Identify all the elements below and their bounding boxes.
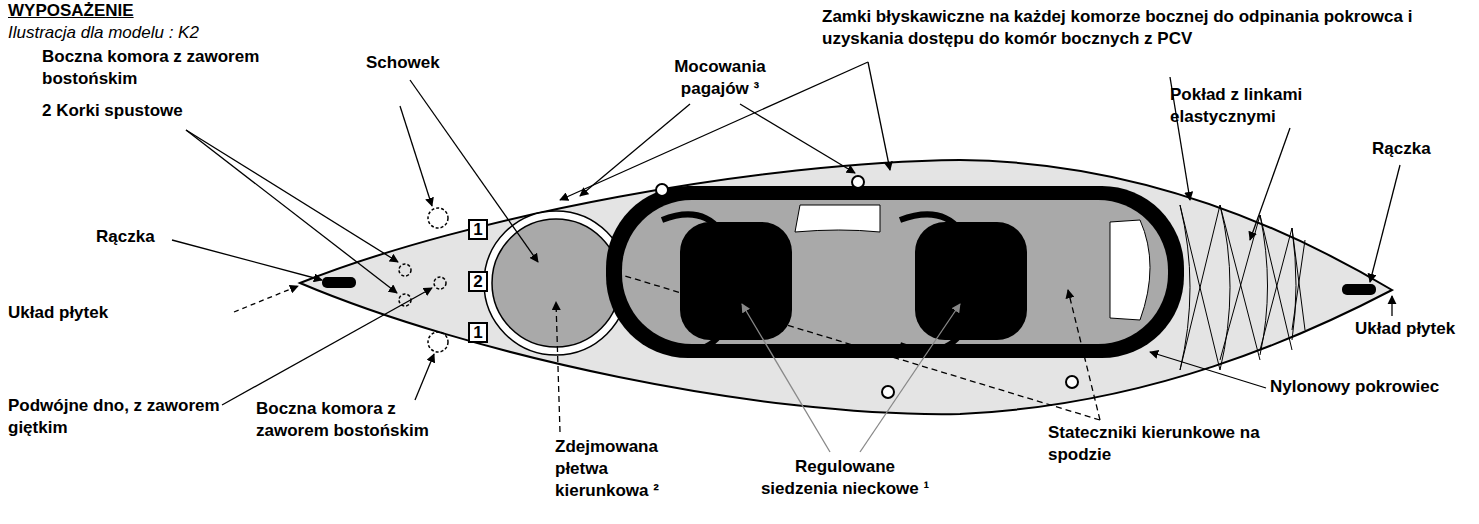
callout-number: 1	[470, 324, 486, 341]
callout-number: 2	[470, 273, 486, 290]
paddle-holders	[656, 176, 1078, 398]
callout-label: Rączka	[1372, 138, 1472, 160]
callout-box: 1	[468, 219, 488, 240]
callout-label: Pokład z linkami elastycznymi	[1170, 84, 1350, 128]
cockpit-floor	[622, 200, 1168, 344]
cockpit-fabric	[1110, 220, 1150, 320]
kayak-hull	[300, 160, 1392, 414]
leader-lines	[172, 62, 1400, 432]
callout-label: Schowek	[366, 52, 466, 74]
valves	[399, 208, 448, 352]
callout-label: Stateczniki kierunkowe na spodzie	[1048, 422, 1288, 466]
callout-label: Mocowania pagajów ³	[640, 56, 800, 100]
title: WYPOSAŻENIE	[8, 1, 134, 21]
callout-box: 2	[468, 271, 488, 292]
handle	[322, 277, 356, 288]
callout-label: Zamki błyskawiczne na każdej komorze boc…	[822, 6, 1472, 50]
seat-leaders	[742, 304, 960, 452]
cockpit-fabric	[795, 205, 880, 232]
seat	[680, 222, 792, 340]
bungee-cords	[1180, 205, 1305, 370]
callout-label: Układ płytek	[8, 302, 138, 324]
callout-label: Boczna komora z zaworem bostońskim	[42, 46, 272, 90]
seat	[915, 222, 1027, 340]
callout-label: Nylonowy pokrowiec	[1270, 376, 1470, 398]
callout-label: Regulowane siedzenia nieckowe ¹	[760, 456, 930, 500]
callout-label: Boczna komora z zaworem bostońskim	[256, 398, 471, 442]
callout-label: 2 Korki spustowe	[42, 100, 192, 122]
handle	[1342, 284, 1376, 295]
callout-number: 1	[470, 221, 486, 238]
cockpit-rim	[606, 186, 1184, 358]
callout-box: 1	[468, 322, 488, 343]
hatch-lid	[492, 219, 620, 347]
callout-label: Podwójne dno, z zaworem giętkim	[8, 395, 248, 439]
callout-label: Ilustracja dla modelu : K2	[8, 22, 308, 44]
callout-label: Układ płytek	[1355, 318, 1475, 340]
callout-label: Zdejmowana płetwa kierunkowa ²	[555, 436, 705, 501]
callout-label: Rączka	[96, 226, 196, 248]
